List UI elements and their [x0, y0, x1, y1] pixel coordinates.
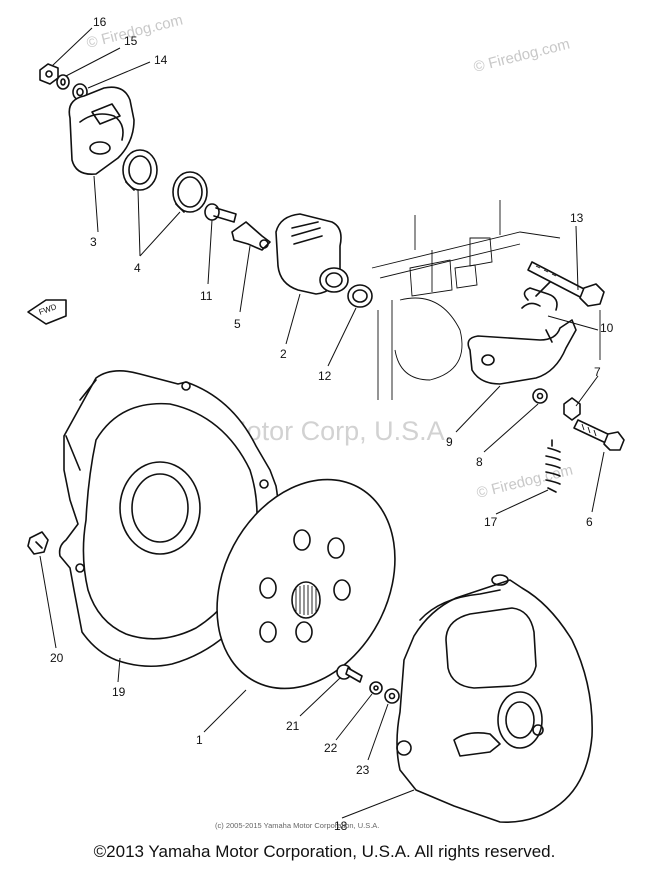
callout-numbers: 16 15 14 3 4 11 5 2 12 13 10 7 9 8 6 17 …: [50, 15, 614, 833]
part-5-lever: [231, 221, 271, 251]
part-1-disc: [216, 478, 396, 690]
callout-11: 11: [200, 289, 213, 303]
callout-4: 4: [134, 261, 141, 275]
callout-12: 12: [318, 369, 332, 383]
part-17-spring: [545, 439, 561, 493]
callout-1: 1: [196, 733, 203, 747]
callout-22: 22: [324, 741, 338, 755]
callout-3: 3: [90, 235, 97, 249]
part-20-grommet: [27, 531, 49, 555]
callout-13: 13: [570, 211, 584, 225]
part-9-arm: [467, 319, 577, 385]
part-7-nut: [563, 397, 581, 421]
part-15-lock-washer: [56, 74, 70, 90]
part-10-spring-clip: [521, 281, 558, 311]
part-3-bracket: [68, 86, 135, 176]
callout-17: 17: [484, 515, 498, 529]
leader-lines: [39, 27, 605, 819]
part-4-bushing-a: [122, 149, 158, 191]
part-13-bolt: [527, 261, 605, 307]
fwd-arrow: FWD: [27, 299, 67, 325]
callout-19: 19: [112, 685, 126, 699]
part-12-seal: [347, 284, 373, 308]
part-6-bolt: [573, 419, 625, 451]
small-credit: (c) 2005-2015 Yamaha Motor Corporation, …: [215, 821, 380, 830]
callout-16: 16: [93, 15, 107, 29]
part-23-washer: [384, 688, 400, 704]
callout-8: 8: [476, 455, 483, 469]
callout-21: 21: [286, 719, 300, 733]
part-21-bolt: [336, 664, 363, 683]
callout-18: 18: [334, 819, 348, 833]
part-11-pin: [204, 203, 237, 223]
callout-6: 6: [586, 515, 593, 529]
watermark-firedog-top-right: © Firedog.com: [472, 36, 572, 76]
callout-23: 23: [356, 763, 370, 777]
callout-7: 7: [594, 365, 601, 379]
callout-14: 14: [154, 53, 168, 67]
callout-9: 9: [446, 435, 453, 449]
part-18-housing: [396, 574, 593, 823]
callout-15: 15: [124, 34, 138, 48]
engine-case-outline: [371, 200, 601, 400]
part-22-lock-washer: [369, 681, 383, 695]
copyright-notice: ©2013 Yamaha Motor Corporation, U.S.A. A…: [93, 842, 556, 861]
part-4-bushing-b: [172, 171, 208, 213]
callout-20: 20: [50, 651, 64, 665]
callout-10: 10: [600, 321, 614, 335]
callout-5: 5: [234, 317, 241, 331]
part-8-washer: [532, 388, 548, 404]
part-2-housing: [275, 213, 349, 295]
callout-2: 2: [280, 347, 287, 361]
part-16-nut: [39, 63, 59, 85]
